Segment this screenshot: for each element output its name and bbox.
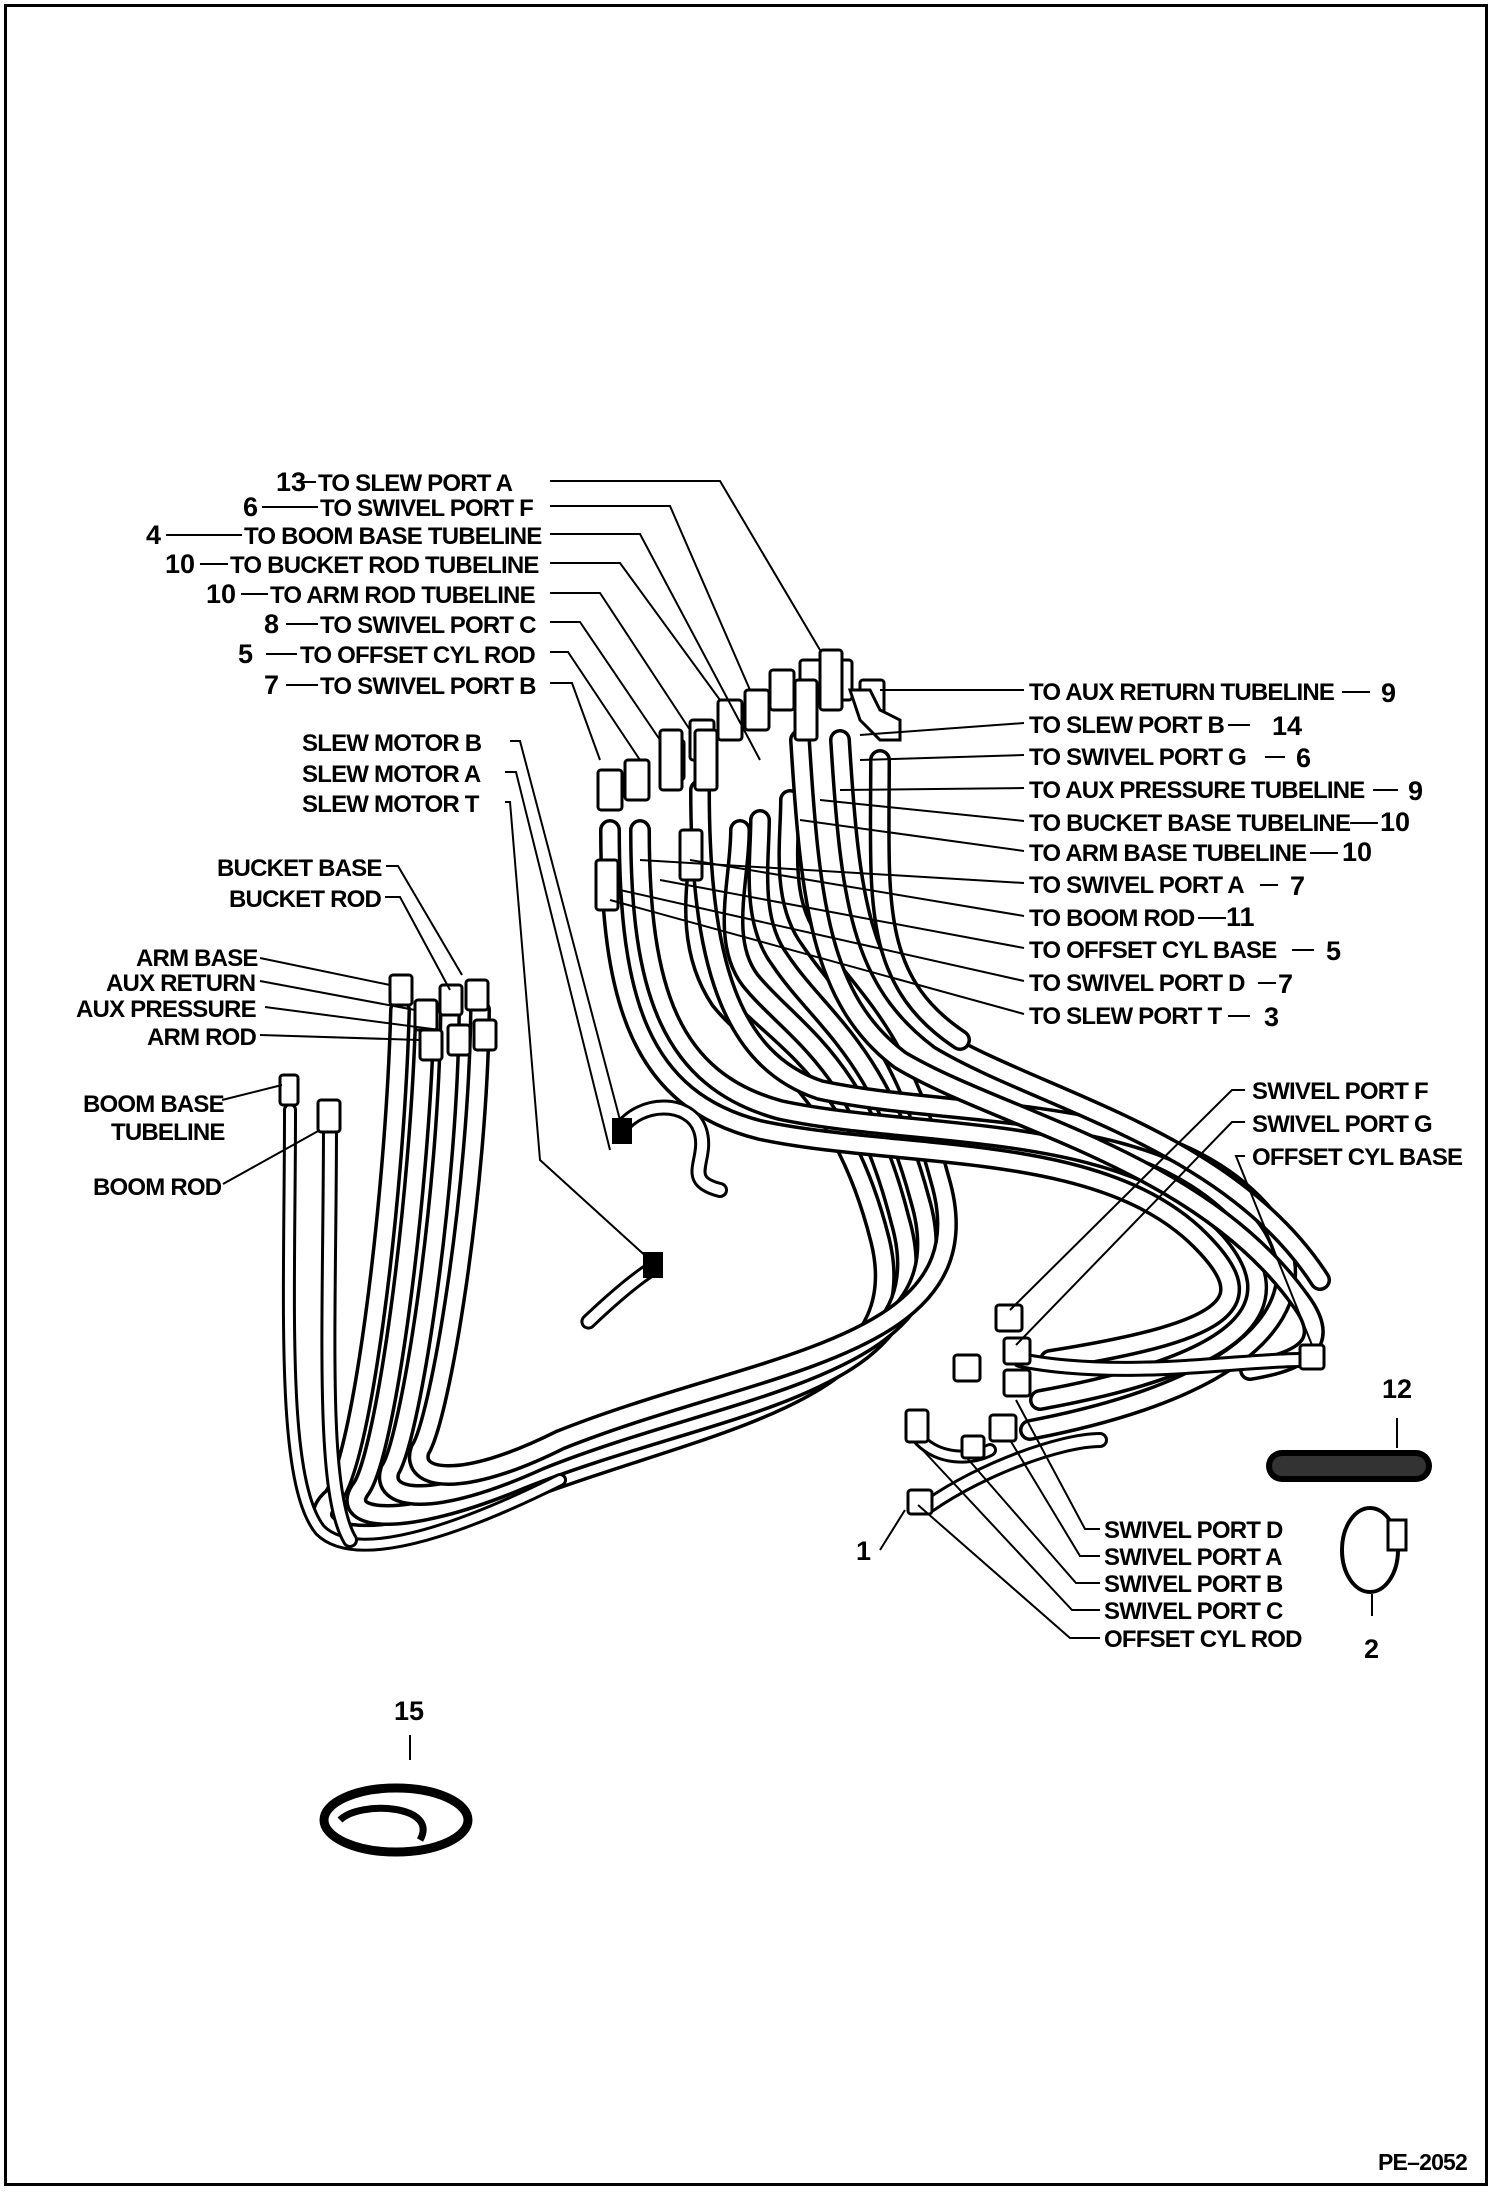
slew-motor-a-label: SLEW MOTOR A: [302, 761, 481, 788]
swivel-port-c-label: SWIVEL PORT C: [1104, 1598, 1283, 1625]
callout-text: TO BUCKET ROD TUBELINE: [230, 552, 539, 579]
right-label-group: TO AUX RETURN TUBELINE 9 TO SLEW PORT B …: [1029, 678, 1423, 1032]
callout-text: TO SLEW PORT A: [318, 470, 513, 497]
swivel-top-labels: SWIVEL PORT F SWIVEL PORT G OFFSET CYL B…: [1252, 1078, 1464, 1171]
callout-num: 9: [1408, 776, 1423, 806]
callout-num: 5: [238, 639, 253, 669]
callout-num: 10: [165, 549, 195, 579]
leader-lines: [221, 480, 1313, 1639]
callout-num: 7: [1290, 871, 1305, 901]
item-1-callout: 1: [856, 1536, 871, 1566]
callout-text: TO AUX RETURN TUBELINE: [1029, 679, 1335, 706]
callout-num: 7: [264, 670, 279, 700]
callout-text: TO SWIVEL PORT A: [1029, 872, 1244, 899]
item-callouts: 1 2 12 15: [394, 1374, 1412, 1726]
swivel-port-d-label: SWIVEL PORT D: [1104, 1517, 1283, 1544]
item-15-hose-coil: [319, 1735, 473, 1857]
boom-labels: BOOM BASE TUBELINE BOOM ROD: [83, 1091, 226, 1201]
aux-return-label: AUX RETURN: [106, 970, 255, 997]
slew-motor-labels: SLEW MOTOR B SLEW MOTOR A SLEW MOTOR T: [302, 730, 483, 818]
tubeline-label: TUBELINE: [111, 1119, 225, 1146]
callout-num: 9: [1381, 678, 1396, 708]
hose-bundle: [281, 729, 1331, 1552]
fittings: [278, 648, 1326, 1516]
offset-cyl-base-label: OFFSET CYL BASE: [1252, 1144, 1463, 1171]
left-label-group: 13 TO SLEW PORT A 6 TO SWIVEL PORT F 4 T…: [146, 467, 543, 700]
swivel-port-a-label: SWIVEL PORT A: [1104, 1544, 1282, 1571]
callout-text: TO AUX PRESSURE TUBELINE: [1029, 777, 1365, 804]
callout-text: TO ARM ROD TUBELINE: [270, 582, 536, 609]
bucket-base-label: BUCKET BASE: [217, 855, 382, 882]
callout-num: 11: [1226, 902, 1255, 932]
callout-text: TO BUCKET BASE TUBELINE: [1029, 810, 1351, 837]
callout-num: 5: [1326, 936, 1341, 966]
callout-text: TO ARM BASE TUBELINE: [1029, 840, 1307, 867]
boom-rod-label: BOOM ROD: [93, 1174, 222, 1201]
swivel-bottom-labels: SWIVEL PORT D SWIVEL PORT A SWIVEL PORT …: [1104, 1517, 1303, 1653]
callout-text: TO SLEW PORT T: [1029, 1003, 1222, 1030]
callout-num: 7: [1278, 969, 1293, 999]
callout-num: 6: [243, 492, 258, 522]
callout-num: 8: [264, 609, 279, 639]
callout-text: TO BOOM BASE TUBELINE: [244, 523, 542, 550]
swivel-port-g-label: SWIVEL PORT G: [1252, 1111, 1432, 1138]
swivel-port-b-label: SWIVEL PORT B: [1104, 1571, 1283, 1598]
item-2-clamp: [1340, 1506, 1408, 1616]
aux-pressure-label: AUX PRESSURE: [76, 996, 257, 1023]
callout-text: TO OFFSET CYL BASE: [1029, 937, 1277, 964]
swivel-port-f-label: SWIVEL PORT F: [1252, 1078, 1428, 1105]
callout-num: 14: [1272, 711, 1302, 741]
item-12-sleeve: [1266, 1418, 1432, 1482]
slew-motor-b-label: SLEW MOTOR B: [302, 730, 482, 757]
callout-text: TO SLEW PORT B: [1029, 712, 1224, 739]
callout-text: TO SWIVEL PORT D: [1029, 970, 1245, 997]
arm-rod-label: ARM ROD: [147, 1024, 257, 1051]
callout-num: 10: [206, 579, 236, 609]
callout-num: 3: [1264, 1002, 1279, 1032]
bucket-labels: BUCKET BASE BUCKET ROD: [217, 855, 383, 913]
arm-base-label: ARM BASE: [136, 945, 258, 972]
item-2-callout: 2: [1364, 1634, 1379, 1664]
callout-text: TO SWIVEL PORT F: [320, 495, 533, 522]
callout-text: TO SWIVEL PORT B: [320, 673, 536, 700]
callout-text: TO SWIVEL PORT G: [1029, 744, 1246, 771]
callout-num: 4: [146, 520, 161, 550]
figure-id: PE–2052: [1378, 2149, 1467, 2175]
offset-cyl-rod-label: OFFSET CYL ROD: [1104, 1626, 1302, 1653]
callout-num: 10: [1380, 807, 1410, 837]
callout-text: TO BOOM ROD: [1029, 905, 1195, 932]
boom-base-label: BOOM BASE: [83, 1091, 225, 1118]
arm-labels: ARM BASE AUX RETURN AUX PRESSURE ARM ROD: [76, 945, 259, 1051]
callout-text: TO OFFSET CYL ROD: [300, 642, 535, 669]
callout-num: 6: [1296, 743, 1311, 773]
slew-motor-t-label: SLEW MOTOR T: [302, 791, 480, 818]
callout-num: 10: [1342, 837, 1372, 867]
callout-text: TO SWIVEL PORT C: [320, 612, 536, 639]
bucket-rod-label: BUCKET ROD: [229, 886, 381, 913]
item-15-callout: 15: [394, 1696, 424, 1726]
item-12-callout: 12: [1382, 1374, 1412, 1404]
